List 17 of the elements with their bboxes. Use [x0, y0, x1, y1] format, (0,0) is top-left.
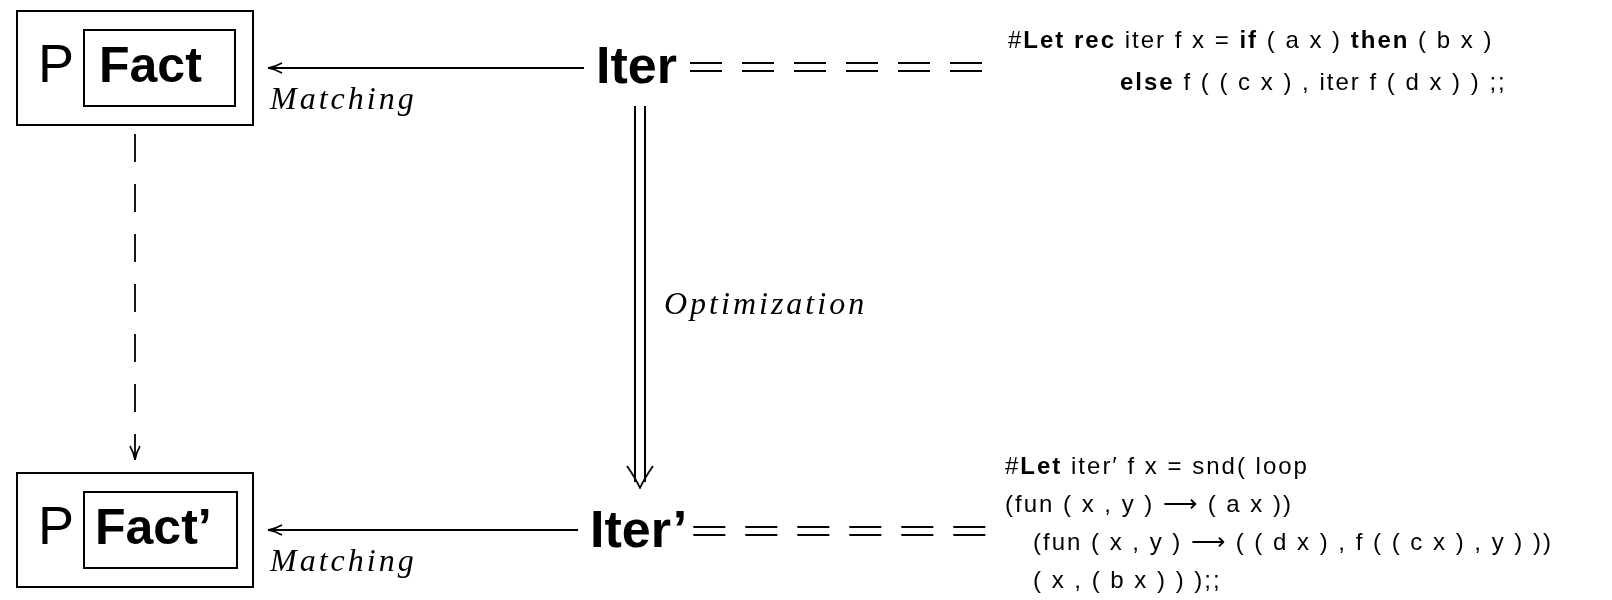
- inner-box: [83, 491, 238, 569]
- code-line: (fun ( x , y ) ⟶ ( a x )): [1005, 490, 1293, 518]
- outer-box: [16, 10, 254, 126]
- node-label: Fact’: [95, 499, 212, 557]
- variable-label: P: [38, 494, 75, 557]
- variable-label: P: [38, 32, 75, 95]
- node-label: Iter’: [590, 500, 688, 560]
- node-label: Fact: [99, 37, 202, 95]
- code-line: #Let iter′ f x = snd( loop: [1005, 452, 1309, 480]
- code-line: #Let rec iter f x = if ( a x ) then ( b x ): [1008, 26, 1494, 54]
- code-line: (fun ( x , y ) ⟶ ( ( d x ) , f ( ( c x ) , y ) )): [1033, 528, 1553, 556]
- node-label: Iter: [596, 36, 677, 96]
- code-line: else f ( ( c x ) , iter f ( d x ) ) ;;: [1120, 68, 1507, 96]
- code-line: ( x , ( b x ) ) );;: [1033, 566, 1222, 594]
- outer-box: [16, 472, 254, 588]
- inner-box: [83, 29, 236, 107]
- double-arrow: [626, 105, 654, 489]
